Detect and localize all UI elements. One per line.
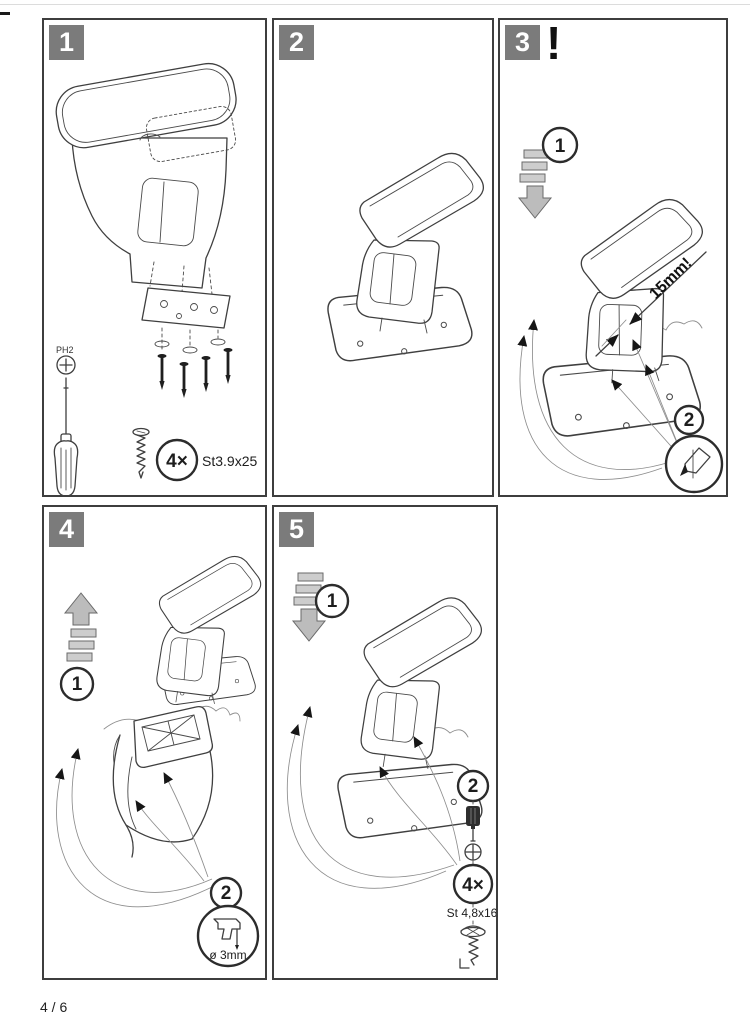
screw-spec-label: St3.9x25 xyxy=(202,453,257,469)
screw-icon xyxy=(459,925,486,969)
screw-icon xyxy=(157,354,167,390)
step-2-badge: 2 xyxy=(279,25,314,60)
tool-circle xyxy=(664,434,724,494)
screwdriver-size-label: PH2 xyxy=(56,345,74,355)
mounting-bracket xyxy=(141,287,231,329)
armrest-on-console-drawing xyxy=(337,597,483,839)
step-1-drawing: PH2 4× St3.9x25 xyxy=(53,62,257,495)
phillips-bit-icon xyxy=(56,355,76,375)
pull-up-arrow-icon xyxy=(64,592,98,662)
armrest-exploded-drawing xyxy=(55,62,237,398)
panel-step-4: 4 1 xyxy=(42,505,267,980)
step-2-drawing xyxy=(327,152,485,362)
step-circle-1-label: 1 xyxy=(72,674,83,695)
washer-icon xyxy=(154,340,170,348)
step-4-badge: 4 xyxy=(49,512,84,547)
page-number: 4 / 6 xyxy=(40,999,68,1015)
screw-icon xyxy=(132,427,150,479)
screw-icon xyxy=(201,356,211,392)
panel-step-3: 3 ! 1 15mm! xyxy=(498,17,728,497)
phillips-bit-icon xyxy=(464,843,482,861)
screw-spec-label: St 4,8x16 xyxy=(447,906,496,920)
push-down-arrow-icon xyxy=(518,149,552,219)
screwdriver-icon xyxy=(53,377,79,495)
quantity-circle xyxy=(452,863,494,905)
marker-pen-icon xyxy=(680,447,711,479)
step-3-drawing: 1 15mm! 2 xyxy=(517,126,724,494)
quantity-label: 4× xyxy=(462,875,484,896)
screwdriver-icon xyxy=(466,806,480,842)
step-1-badge: 1 xyxy=(49,25,84,60)
panel-step-2: 2 xyxy=(272,18,494,497)
step-circle-2-label: 2 xyxy=(221,883,232,904)
step-3-badge: 3 xyxy=(505,25,540,60)
drill-spec-label: ø 3mm xyxy=(209,948,246,962)
step-circle-1 xyxy=(541,126,579,164)
panel-step-1: 1 xyxy=(42,18,267,497)
step-4-drawing: 1 2 xyxy=(54,555,262,968)
step-circle-2 xyxy=(673,404,705,436)
quantity-label: 4× xyxy=(166,451,188,472)
drill-icon xyxy=(213,918,241,950)
top-crop-mark xyxy=(0,12,10,15)
step-circle-1-label: 1 xyxy=(555,136,566,157)
step-circle-1-label: 1 xyxy=(327,591,338,612)
warning-exclamation: ! xyxy=(546,17,562,69)
armrest-assembled-drawing xyxy=(327,152,485,362)
screw-icon xyxy=(223,348,233,384)
tool-circle xyxy=(196,904,260,968)
panel-step-5: 5 1 2 xyxy=(272,505,498,980)
screw-icon xyxy=(179,362,189,398)
washer-icon xyxy=(210,338,226,346)
step-5-badge: 5 xyxy=(279,512,314,547)
step-circle-1 xyxy=(314,583,350,619)
step-circle-2-label: 2 xyxy=(684,410,695,431)
armrest-lifted-drawing xyxy=(156,555,262,706)
washer-icon xyxy=(182,346,198,354)
armrest-on-console-drawing xyxy=(542,196,716,437)
step-5-drawing: 1 2 xyxy=(286,572,496,969)
top-hairline xyxy=(0,4,750,5)
step-circle-1 xyxy=(59,666,95,702)
quantity-circle xyxy=(155,438,199,482)
step-circle-2-label: 2 xyxy=(468,776,479,797)
empty-console-drawing xyxy=(103,705,241,858)
